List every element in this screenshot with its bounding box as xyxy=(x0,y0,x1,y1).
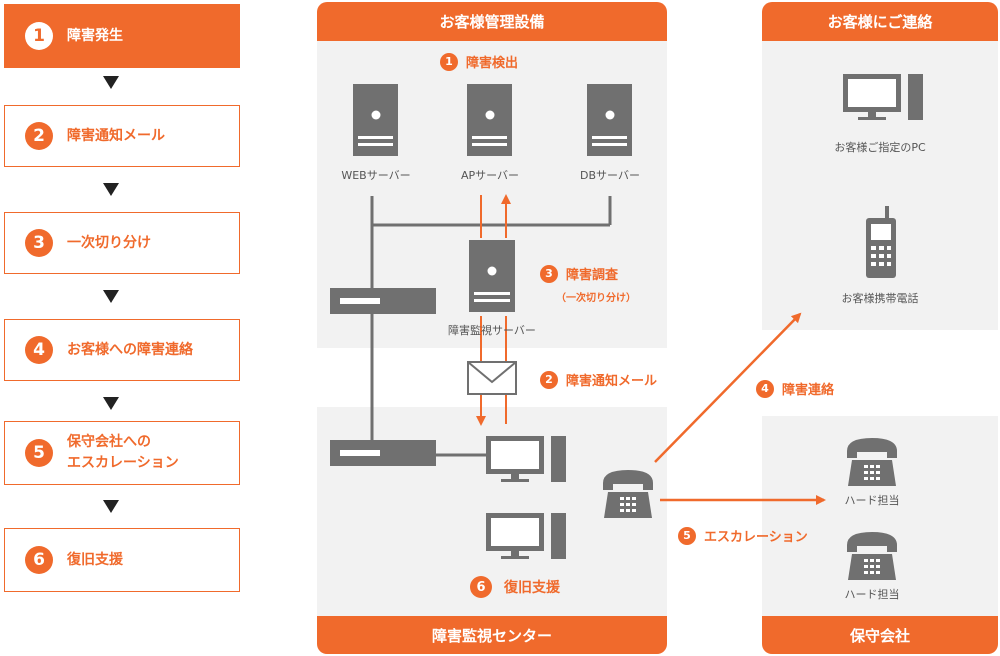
monitor-center-title: 障害監視センター xyxy=(317,616,667,654)
step-label: 復旧支援 xyxy=(67,551,123,568)
step-number: 3 xyxy=(25,229,53,257)
recovery-annotation: 6 復旧支援 xyxy=(470,576,560,598)
step-label: 一次切り分け xyxy=(67,234,151,251)
annotation-text: 障害連絡 xyxy=(782,383,835,398)
db-server-icon xyxy=(587,84,632,156)
contact-annotation: 4 障害連絡 xyxy=(756,379,834,398)
customer-pc-icon xyxy=(843,74,923,120)
hard-support-caption: ハード担当 xyxy=(844,588,900,601)
flow-arrow-down-icon xyxy=(103,500,119,513)
hard-support-telephone-icon xyxy=(847,532,897,580)
customer-facility-title: お客様管理設備 xyxy=(317,2,667,41)
annotation-number: 4 xyxy=(756,379,774,398)
flow-arrow-down-icon xyxy=(103,76,119,89)
flow-step-3: 3 一次切り分け xyxy=(4,212,240,274)
step-number: 5 xyxy=(25,439,53,467)
network-switch-icon xyxy=(330,440,436,466)
step-label: 保守会社への エスカレーション xyxy=(67,434,179,471)
web-server-icon xyxy=(353,84,398,156)
investigate-annotation: 3 障害調査 xyxy=(540,264,618,283)
flow-arrow-down-icon xyxy=(103,290,119,303)
annotation-number: 3 xyxy=(540,264,558,283)
step-label: お客様への障害連絡 xyxy=(67,341,193,358)
flow-step-1: 1 障害発生 xyxy=(4,4,240,68)
escalation-annotation: 5 エスカレーション xyxy=(678,526,808,545)
annotation-number: 1 xyxy=(440,52,458,71)
ap-server-caption: APサーバー xyxy=(460,169,520,182)
annotation-text: 障害検出 xyxy=(466,56,519,71)
customer-contact-title: お客様にご連絡 xyxy=(762,2,998,41)
maintenance-title: 保守会社 xyxy=(762,616,998,654)
flow-arrow-down-icon xyxy=(103,183,119,196)
annotation-text: 障害調査 xyxy=(566,268,619,283)
annotation-number: 2 xyxy=(540,370,558,389)
hard-support-caption: ハード担当 xyxy=(844,494,900,507)
monitor-pc-icon xyxy=(486,436,566,482)
flow-arrow-down-icon xyxy=(103,397,119,410)
mail-envelope-icon xyxy=(467,361,517,395)
detect-annotation: 1 障害検出 xyxy=(440,52,518,71)
ap-server-icon xyxy=(467,84,512,156)
mobile-phone-icon xyxy=(866,206,896,278)
step-number: 6 xyxy=(25,546,53,574)
investigate-note: （一次切り分け） xyxy=(556,293,636,304)
mail-annotation: 2 障害通知メール xyxy=(540,370,657,389)
hard-support-telephone-icon xyxy=(847,438,897,486)
recovery-pc-icon xyxy=(486,513,566,559)
flow-step-6: 6 復旧支援 xyxy=(4,528,240,592)
step-label: 障害通知メール xyxy=(67,127,165,144)
flow-step-4: 4 お客様への障害連絡 xyxy=(4,319,240,381)
step-number: 1 xyxy=(25,22,53,50)
step-number: 4 xyxy=(25,336,53,364)
db-server-caption: DBサーバー xyxy=(580,169,640,182)
monitor-server-icon xyxy=(469,240,515,312)
flow-step-2: 2 障害通知メール xyxy=(4,105,240,167)
annotation-number: 6 xyxy=(470,576,492,598)
annotation-number: 5 xyxy=(678,526,696,545)
step-number: 2 xyxy=(25,122,53,150)
monitor-server-caption: 障害監視サーバー xyxy=(448,324,536,337)
center-telephone-icon xyxy=(603,470,653,518)
flow-step-5: 5 保守会社への エスカレーション xyxy=(4,421,240,485)
annotation-text: エスカレーション xyxy=(704,530,808,545)
annotation-text: 復旧支援 xyxy=(504,580,560,596)
step-label: 障害発生 xyxy=(67,27,123,44)
customer-pc-caption: お客様ご指定のPC xyxy=(834,141,926,154)
annotation-text: 障害通知メール xyxy=(566,374,658,389)
customer-phone-caption: お客様携帯電話 xyxy=(841,292,919,305)
web-server-caption: WEBサーバー xyxy=(341,169,411,182)
network-switch-icon xyxy=(330,288,436,314)
